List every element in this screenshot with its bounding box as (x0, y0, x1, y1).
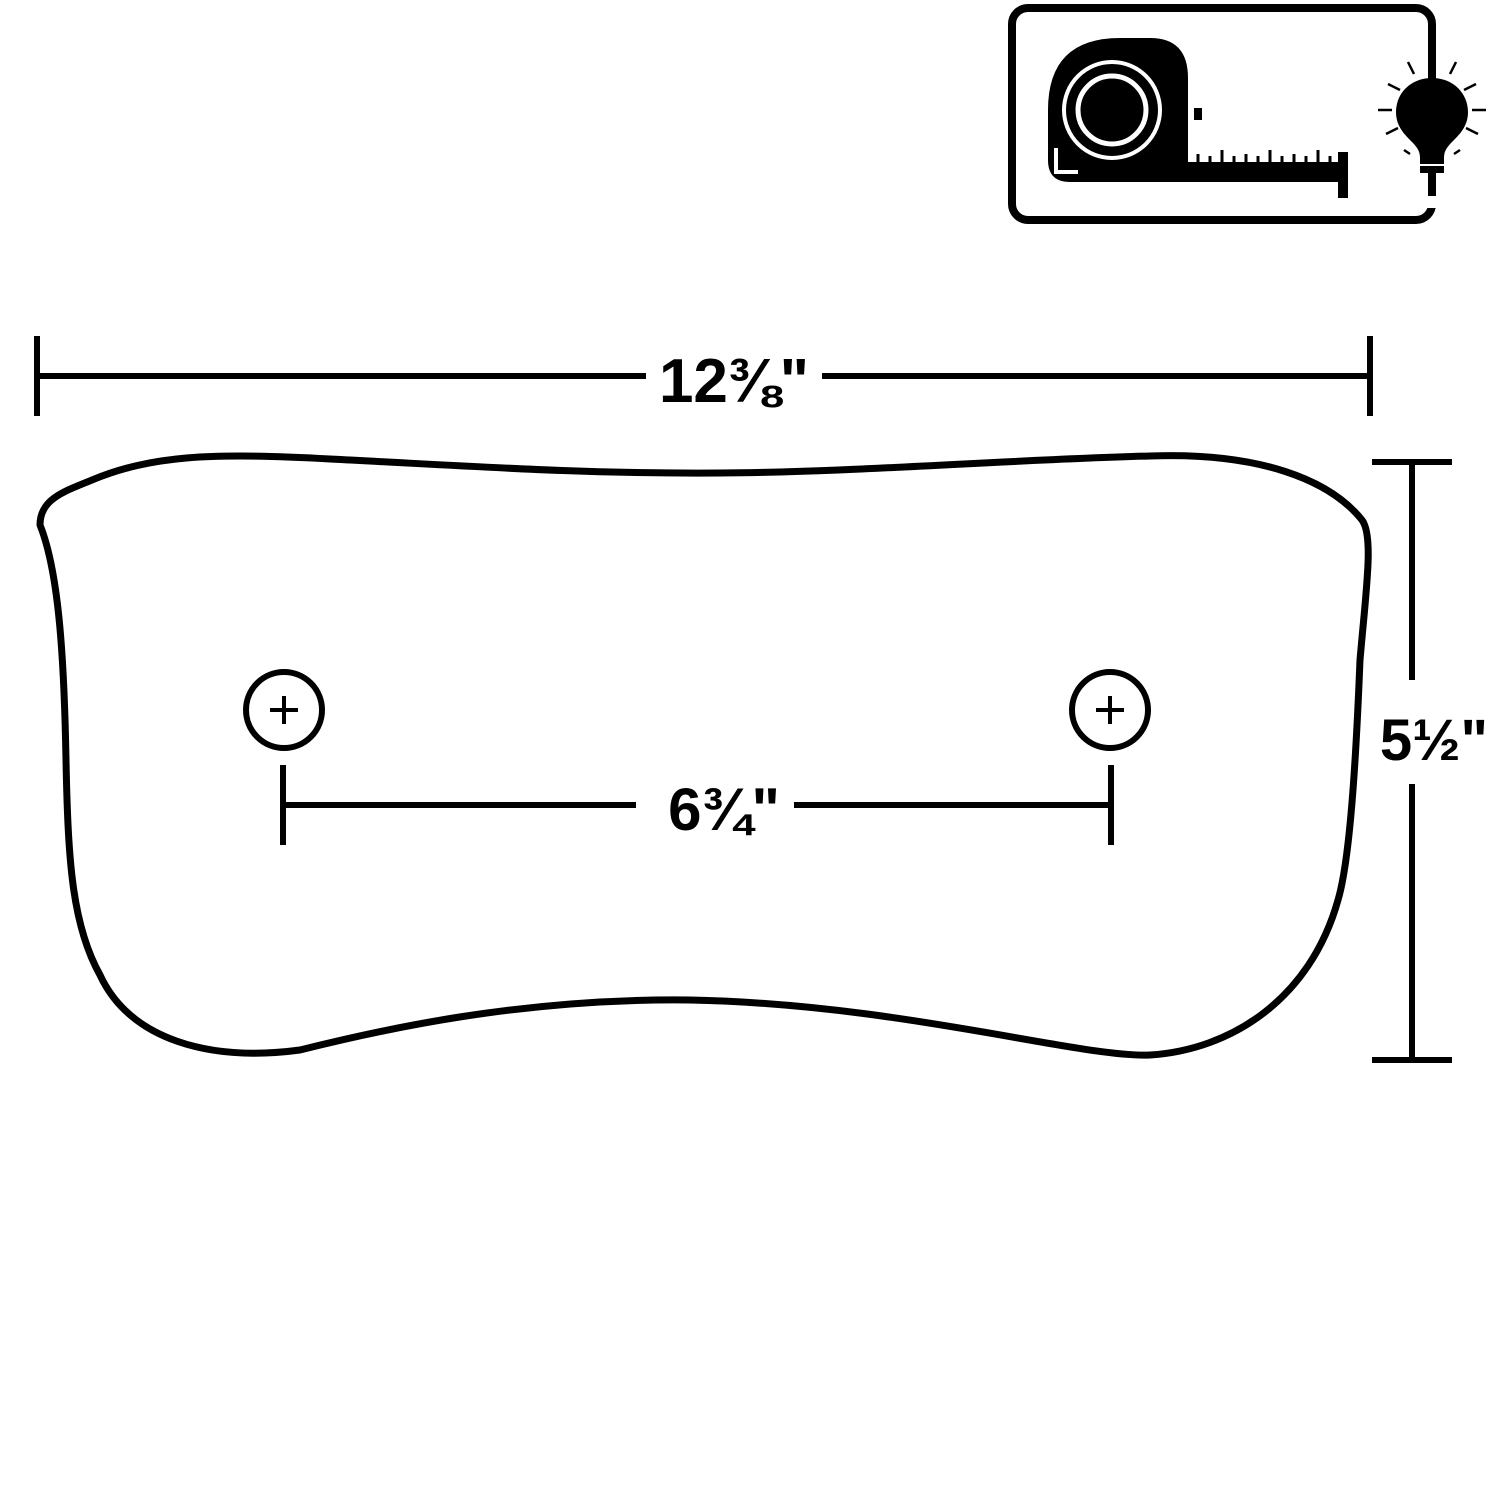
height-dimension (1372, 459, 1452, 1063)
tape-measure-icon (1048, 38, 1348, 198)
height-label: 5½" (1380, 708, 1488, 773)
width-dimension (34, 336, 1373, 416)
pad-outline (36, 452, 1372, 1059)
measure-badge (1008, 4, 1486, 224)
lightbulb-icon (1378, 52, 1486, 173)
hole-spacing-dimension (280, 765, 1114, 845)
width-label: 12⅜" (659, 347, 809, 416)
screw-hole-right (1069, 669, 1151, 751)
screw-hole-left (243, 669, 325, 751)
hole-spacing-label: 6¾" (668, 776, 780, 843)
